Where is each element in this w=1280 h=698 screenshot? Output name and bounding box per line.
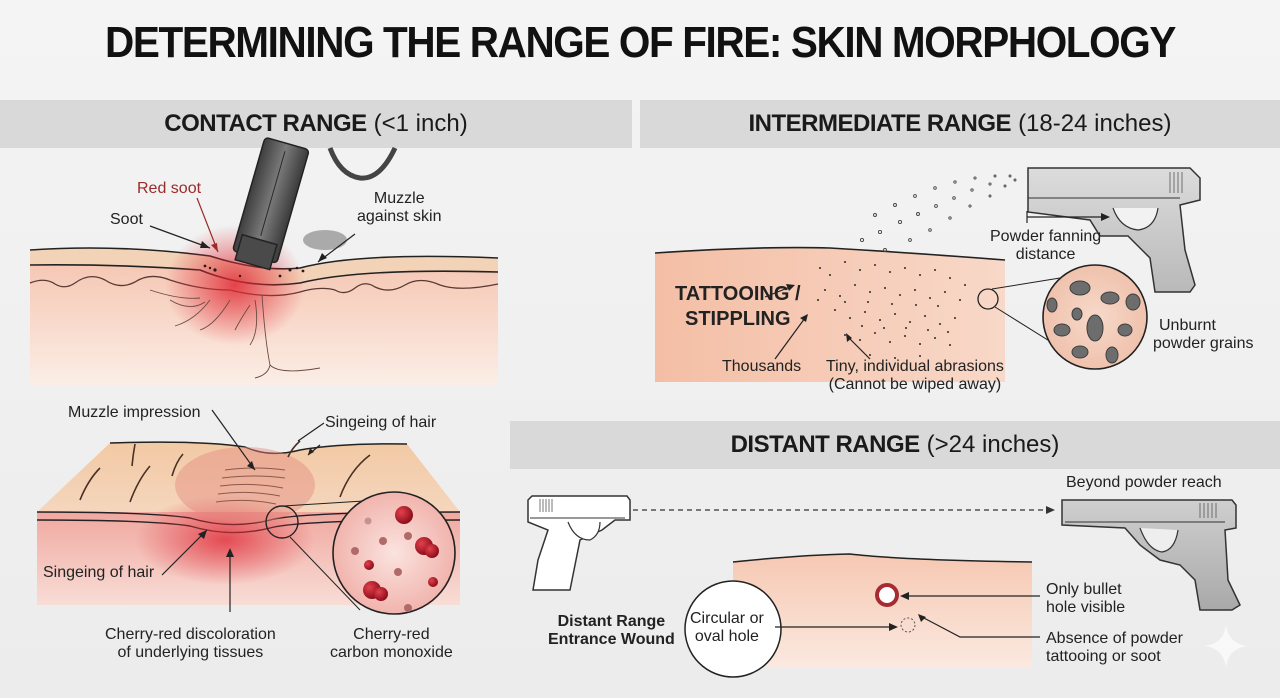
label-absence-of-powder: Absence of powder tattooing or soot [1046, 630, 1183, 667]
label-singeing-left: Singeing of hair [43, 564, 155, 581]
label-absence-line2: tattooing or soot [1046, 648, 1161, 666]
label-muzzle-line1: Muzzle [373, 190, 425, 207]
label-singeing-top: Singeing of hair [325, 414, 437, 431]
label-absence-line1: Absence of powder [1046, 630, 1183, 647]
label-distant-entrance-wound: Distant Range Entrance Wound [548, 613, 675, 650]
label-cherry-red-co: Cherry-red carbon monoxide [330, 626, 453, 663]
label-tattooing-stippling: TATTOOING / STIPPLING [675, 282, 801, 332]
intermediate-gun [1027, 167, 1201, 293]
distant-range-heading: DISTANT RANGE (>24 inches) [510, 421, 1280, 469]
label-powder-fanning-line2: distance [1015, 246, 1076, 264]
page-title: DETERMINING THE RANGE OF FIRE: SKIN MORP… [105, 18, 1176, 67]
label-only-bullet-line2: hole visible [1046, 599, 1126, 617]
label-entrance-line1: Distant Range [557, 613, 666, 630]
label-circular-line1: Circular or [690, 610, 764, 627]
label-unburnt-line2: powder grains [1153, 335, 1254, 353]
label-cherry-red-discoloration: Cherry-red discoloration of underlying t… [105, 626, 276, 663]
intermediate-range-distance: (18-24 inches) [1018, 110, 1172, 137]
stippling-dots [817, 261, 966, 359]
label-cherry-co-line1: Cherry-red [353, 626, 430, 643]
label-unburnt-line1: Unburnt [1159, 317, 1216, 334]
label-powder-fanning-line1: Powder fanning [990, 228, 1102, 245]
label-circular-line2: oval hole [694, 628, 759, 646]
contact-range-distance: (<1 inch) [373, 110, 468, 137]
label-unburnt-powder: Unburnt powder grains [1153, 317, 1254, 354]
sparkle-icon [1204, 624, 1248, 668]
contact-range-illustration [29, 137, 499, 385]
contact-detail-illustration [36, 409, 461, 615]
label-tiny-abrasions: Tiny, individual abrasions (Cannot be wi… [826, 358, 1004, 395]
label-abrasions-line1: Tiny, individual abrasions [826, 358, 1004, 375]
label-tattooing-line1: TATTOOING / [675, 283, 801, 305]
label-circular-oval-hole: Circular or oval hole [690, 610, 764, 647]
label-entrance-line2: Entrance Wound [548, 631, 675, 649]
intermediate-range-illustration [654, 167, 1201, 382]
label-thousands: Thousands [722, 358, 802, 375]
distant-range-distance: (>24 inches) [926, 431, 1060, 458]
distant-gun-right [1061, 499, 1241, 611]
distant-range-title: DISTANT RANGE [730, 431, 921, 458]
label-red-soot: Red soot [137, 180, 202, 197]
label-muzzle-impression: Muzzle impression [68, 404, 201, 421]
label-only-bullet-line1: Only bullet [1046, 581, 1122, 598]
distant-gun-left [527, 495, 631, 591]
label-muzzle-line2: against skin [357, 208, 442, 226]
label-powder-fanning: Powder fanning distance [990, 228, 1101, 265]
label-cherry-disc-line1: Cherry-red discoloration [105, 626, 276, 643]
label-abrasions-line2: (Cannot be wiped away) [828, 376, 1002, 394]
label-cherry-co-line2: carbon monoxide [330, 644, 453, 662]
label-muzzle-against-skin: Muzzle against skin [357, 190, 442, 227]
contact-range-heading: CONTACT RANGE (<1 inch) [0, 100, 632, 148]
label-tattooing-line2: STIPPLING [684, 308, 791, 330]
label-beyond-powder-reach: Beyond powder reach [1066, 474, 1222, 491]
distant-range-illustration [527, 495, 1241, 678]
label-cherry-disc-line2: of underlying tissues [117, 644, 264, 662]
label-only-bullet-hole: Only bullet hole visible [1046, 581, 1125, 618]
label-soot: Soot [110, 211, 143, 228]
contact-range-title: CONTACT RANGE [164, 110, 367, 137]
intermediate-range-title: INTERMEDIATE RANGE [748, 110, 1012, 137]
intermediate-range-heading: INTERMEDIATE RANGE (18-24 inches) [640, 100, 1280, 148]
